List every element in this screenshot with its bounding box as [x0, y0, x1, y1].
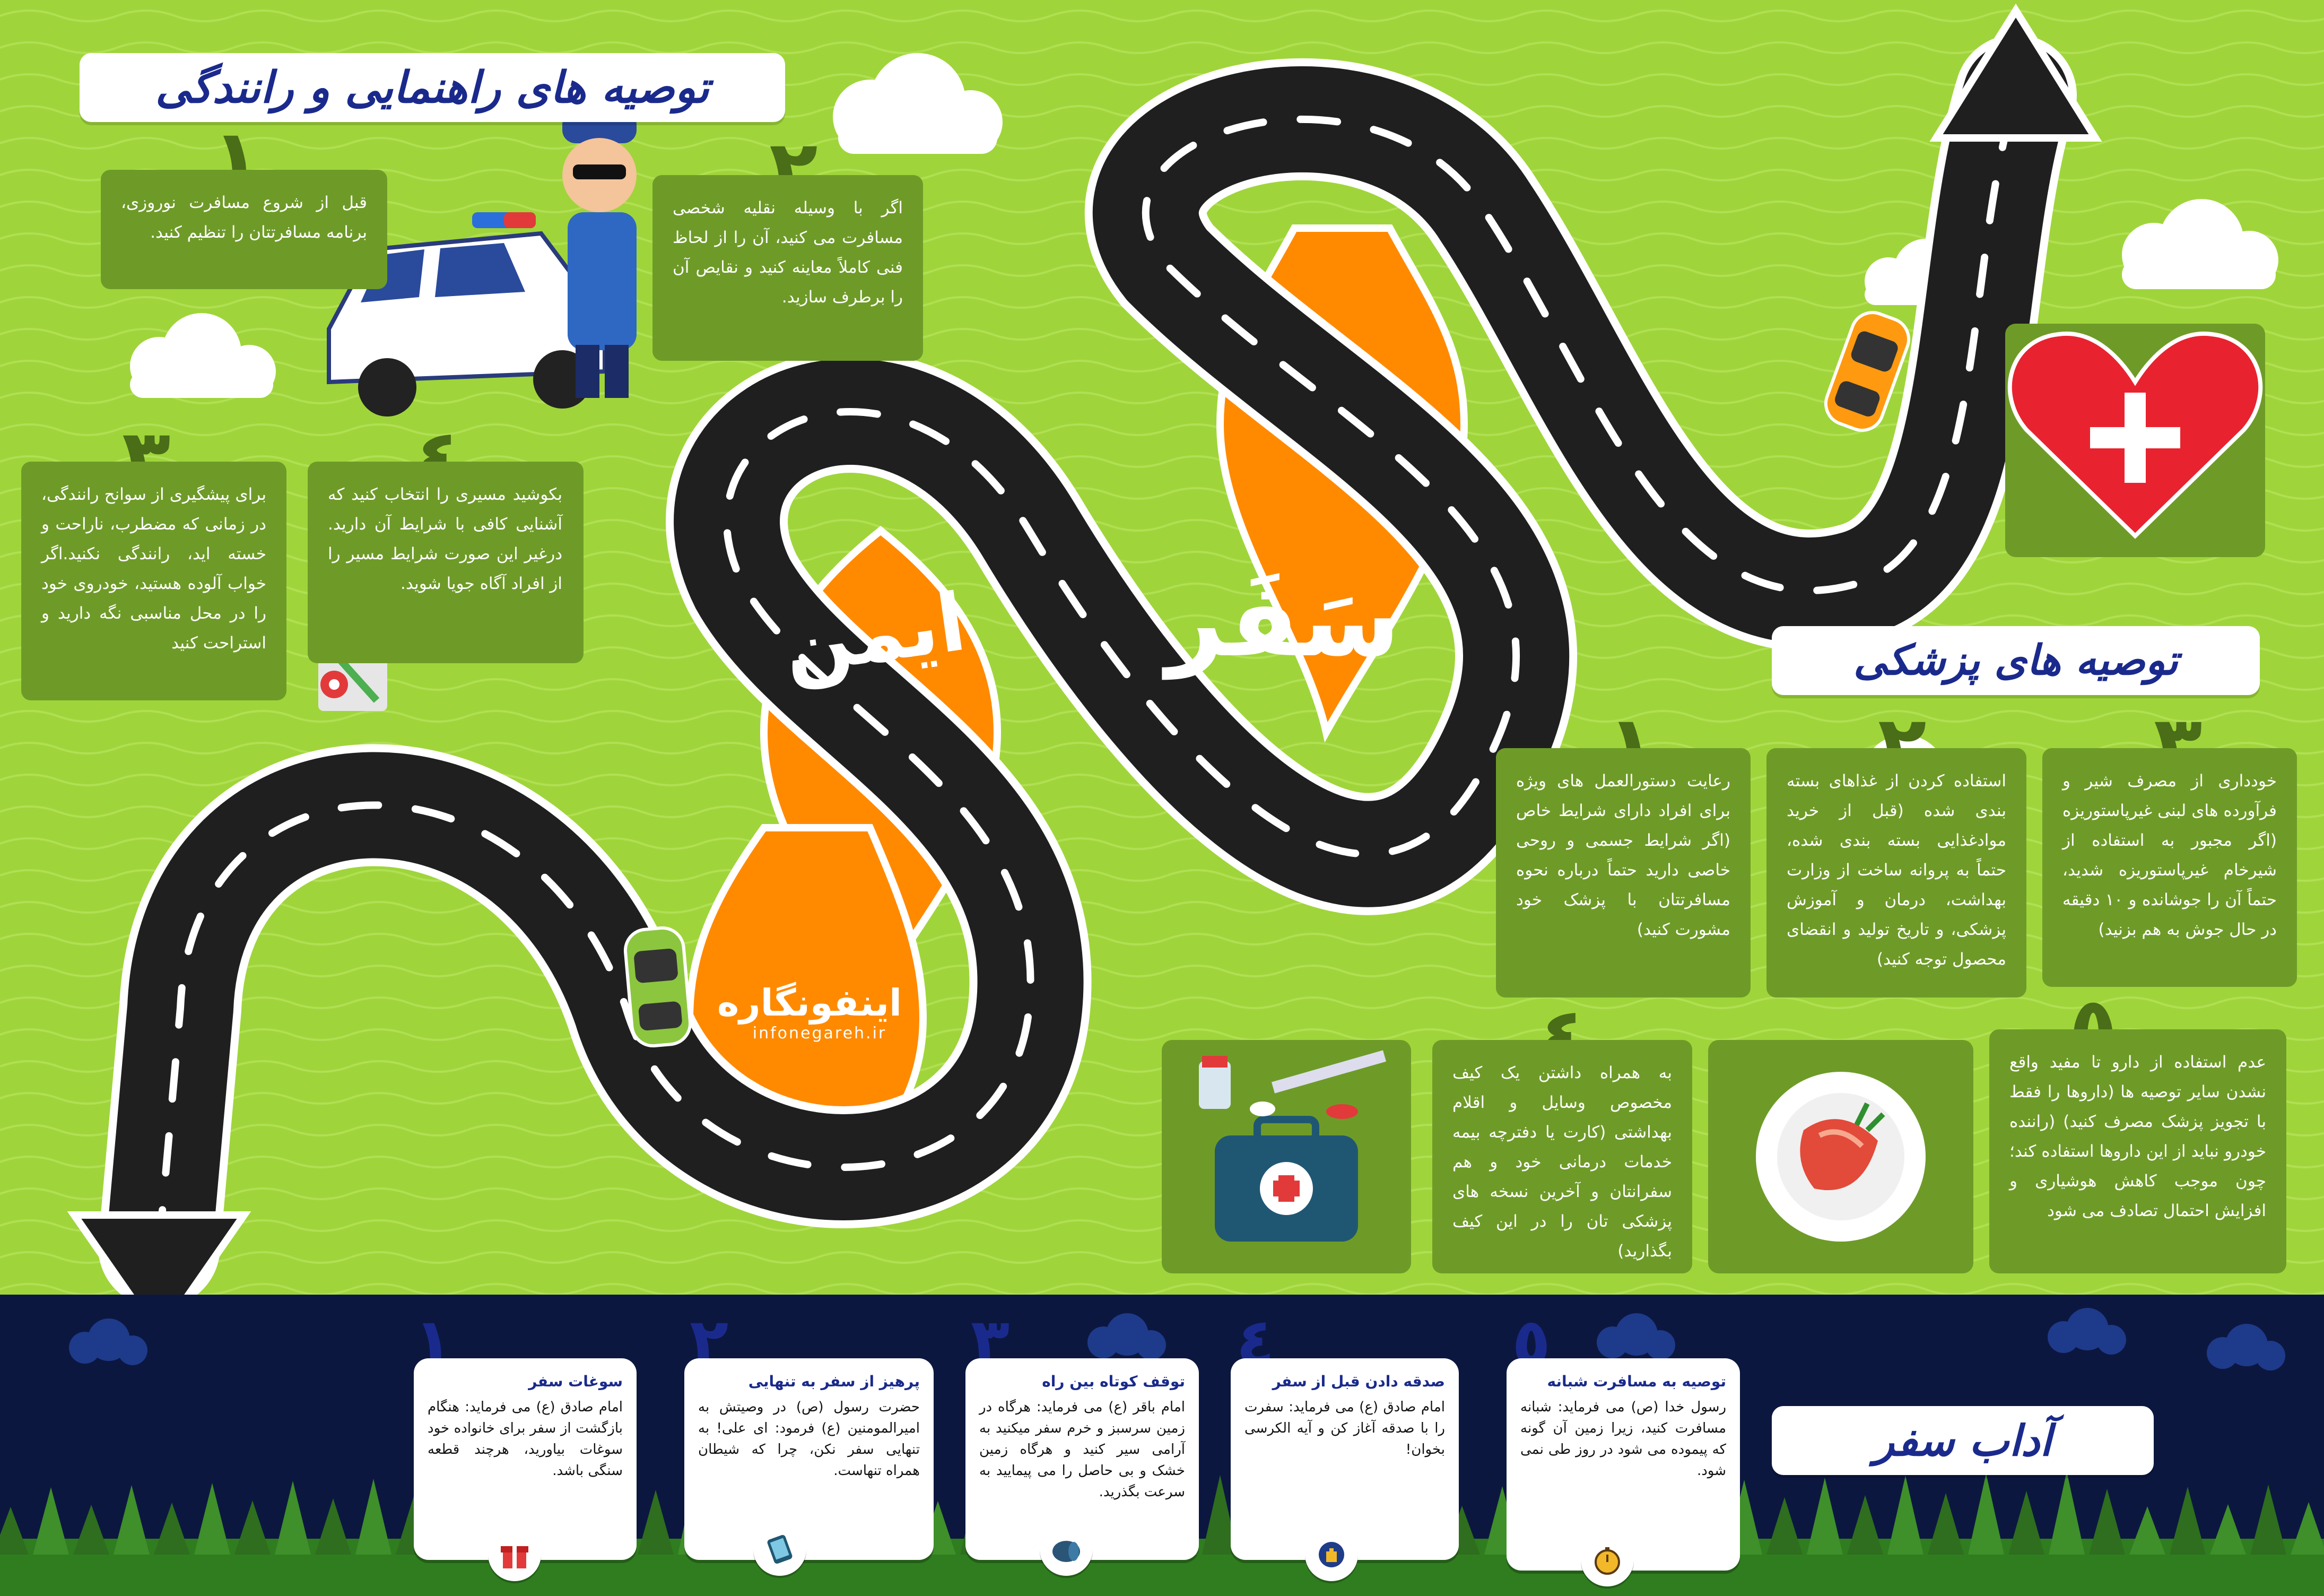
- medical-tip-text: عدم استفاده از دارو تا مفید واقع نشدن سا…: [2009, 1053, 2266, 1220]
- etiquette-tip-text: امام صادق (ع) می فرماید: سفرت را با صدقه…: [1244, 1399, 1445, 1458]
- tree-icon: [2129, 1506, 2165, 1555]
- heart-icon: [2007, 331, 2263, 539]
- medical-tip-text: استفاده کردن از غذاهای بسته بندی شده (قب…: [1787, 771, 2006, 969]
- arrow-up-icon: [1929, 3, 2102, 142]
- tree-icon: [0, 1507, 29, 1555]
- medical-tip-card: به همراه داشتن یک کیف مخصوص وسایل و اقلا…: [1432, 1040, 1692, 1273]
- tree-icon: [1847, 1495, 1883, 1555]
- arrow-down-icon: [67, 1211, 251, 1344]
- medical-header-title: توصیه های پزشکی: [1853, 637, 2179, 684]
- etiquette-tip-text: امام صادق (ع) می فرماید: هنگام بازگشت از…: [428, 1399, 623, 1479]
- tree-icon: [2210, 1504, 2246, 1555]
- medical-tip-card: رعایت دستورالعمل های ویژه برای افراد دار…: [1496, 748, 1751, 998]
- food-plate-icon: [1756, 1072, 1926, 1242]
- guide-tip-text: برای پیشگیری از سوانح رانندگی، در زمانی …: [41, 485, 266, 653]
- brand-logo-name: اینفونگاره: [717, 981, 902, 1025]
- medical-tip-text: رعایت دستورالعمل های ویژه برای افراد دار…: [1516, 771, 1730, 939]
- police-officer-icon: [562, 111, 637, 398]
- orange-car-icon: [1824, 311, 1911, 432]
- tree-icon: [1807, 1478, 1843, 1555]
- tree-icon: [355, 1479, 391, 1555]
- etiquette-tip-text: رسول خدا (ص) می فرماید: شبانه مسافرت کنی…: [1520, 1399, 1726, 1479]
- etiquette-tip-title: توقف کوتاه بین راه: [1042, 1373, 1185, 1390]
- green-car-icon: [623, 926, 692, 1048]
- guide-header-title: توصیه های راهنمایی و رانندگی: [155, 62, 710, 113]
- medical-tip-card: عدم استفاده از دارو تا مفید واقع نشدن سا…: [1989, 1029, 2286, 1273]
- tree-icon: [2291, 1502, 2324, 1555]
- tree-icon: [1928, 1493, 1964, 1555]
- tree-icon: [315, 1498, 351, 1555]
- etiquette-tip-text: امام باقر (ع) می فرماید: هرگاه در زمین س…: [979, 1399, 1185, 1500]
- etiquette-tip-title: سوغات سفر: [528, 1373, 623, 1390]
- medical-header-ribbon: توصیه های پزشکی: [1772, 626, 2260, 695]
- police-car-icon: [327, 212, 607, 417]
- tree-icon: [2089, 1489, 2125, 1555]
- guide-tip-card: اگر با وسیله نقلیه شخصی مسافرت می کنید، …: [652, 175, 923, 361]
- guide-tip-card: برای پیشگیری از سوانح رانندگی، در زمانی …: [21, 462, 286, 700]
- center-title-line1: سَفَر: [1166, 562, 1400, 679]
- charity-box-icon: [1305, 1528, 1358, 1581]
- tree-icon: [114, 1485, 150, 1555]
- etiquette-tip-title: صدقه دادن قبل از سفر: [1272, 1373, 1445, 1390]
- brand-logo-url: infonegareh.ir: [752, 1024, 887, 1043]
- guide-tip-card: قبل از شروع مسافرت نوروزی، برنامه مسافرت…: [101, 170, 387, 289]
- etiquette-tip-card: صدقه دادن قبل از سفر امام صادق (ع) می فر…: [1231, 1358, 1459, 1560]
- guide-tip-text: قبل از شروع مسافرت نوروزی، برنامه مسافرت…: [121, 193, 367, 242]
- etiquette-tip-card: پرهیز از سفر به تنهایی حضرت رسول (ص) در …: [684, 1358, 934, 1560]
- tree-icon: [275, 1481, 311, 1555]
- tree-icon: [638, 1490, 674, 1555]
- etiquette-tip-title: توصیه به مسافرت شبانه: [1547, 1373, 1726, 1390]
- tree-icon: [1766, 1497, 1803, 1555]
- medical-tip-text: خودداری از مصرف شیر و فرآورده های لبنی غ…: [2062, 771, 2277, 939]
- etiquette-tip-card: توصیه به مسافرت شبانه رسول خدا (ص) می فر…: [1507, 1358, 1740, 1571]
- tree-icon: [234, 1500, 271, 1555]
- tree-icon: [73, 1505, 109, 1555]
- tree-icon: [154, 1503, 190, 1555]
- first-aid-kit-icon: [1199, 1050, 1387, 1242]
- etiquette-header-title: آداب سفر: [1874, 1416, 2052, 1465]
- sleeping-bag-icon: [1040, 1523, 1093, 1576]
- winding-road: [98, 34, 2077, 1308]
- brand-logo: اینفونگاره infonegareh.ir: [717, 981, 902, 1043]
- tree-icon: [1887, 1476, 1923, 1555]
- phone-icon: [753, 1523, 806, 1576]
- tree-icon: [1968, 1473, 2004, 1555]
- stopwatch-icon: [1581, 1533, 1634, 1586]
- medical-tip-card: استفاده کردن از غذاهای بسته بندی شده (قب…: [1766, 748, 2026, 998]
- night-clouds: [69, 1308, 2285, 1371]
- tree-icon: [2049, 1471, 2085, 1555]
- guide-header-ribbon: توصیه های راهنمایی و رانندگی: [80, 53, 785, 122]
- etiquette-tip-title: پرهیز از سفر به تنهایی: [748, 1373, 920, 1390]
- guide-tip-text: اگر با وسیله نقلیه شخصی مسافرت می کنید، …: [673, 198, 903, 307]
- tree-icon: [194, 1483, 230, 1555]
- tree-icon: [2008, 1491, 2044, 1555]
- medical-tip-text: به همراه داشتن یک کیف مخصوص وسایل و اقلا…: [1452, 1063, 1672, 1261]
- guide-tip-card: بکوشید مسیری را انتخاب کنید که آشنایی کا…: [308, 462, 584, 663]
- etiquette-tip-card: توقف کوتاه بین راه امام باقر (ع) می فرما…: [965, 1358, 1199, 1560]
- tree-icon: [2250, 1485, 2286, 1555]
- tree-icon: [2170, 1487, 2206, 1555]
- etiquette-header-ribbon: آداب سفر: [1772, 1406, 2154, 1475]
- etiquette-tip-card: سوغات سفر امام صادق (ع) می فرماید: هنگام…: [414, 1358, 637, 1560]
- tree-icon: [33, 1487, 69, 1555]
- tree-icon: [1202, 1475, 1238, 1555]
- etiquette-tip-text: حضرت رسول (ص) در وصیتش به امیرالمومنین (…: [698, 1399, 920, 1479]
- gift-icon: [488, 1528, 541, 1581]
- guide-tip-text: بکوشید مسیری را انتخاب کنید که آشنایی کا…: [328, 485, 562, 593]
- medical-tip-card: خودداری از مصرف شیر و فرآورده های لبنی غ…: [2042, 748, 2297, 987]
